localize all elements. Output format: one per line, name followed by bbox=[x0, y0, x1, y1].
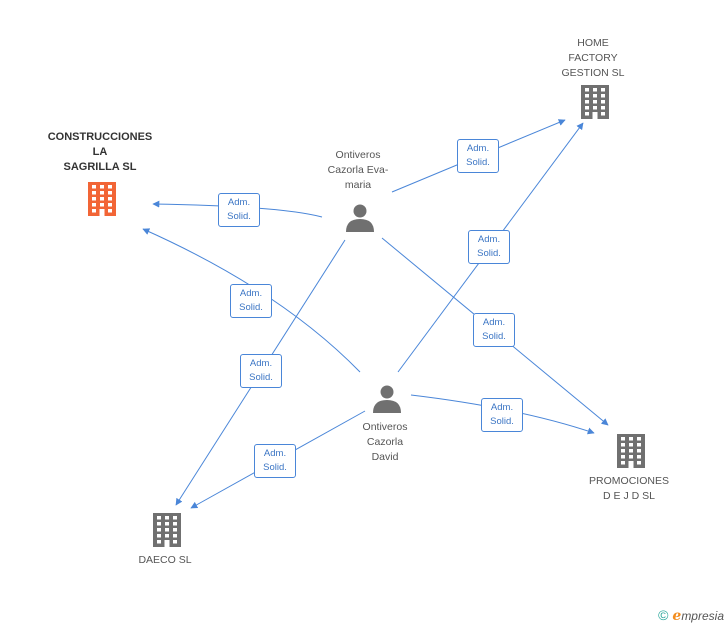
edge-label-david-home[interactable]: Adm. Solid. bbox=[468, 230, 510, 264]
edge-label-eva-promociones[interactable]: Adm. Solid. bbox=[473, 313, 515, 347]
edge-label-eva-home[interactable]: Adm. Solid. bbox=[457, 139, 499, 173]
copyright-notice: ©empresia bbox=[658, 607, 724, 624]
brand-initial: e bbox=[672, 608, 682, 624]
nodes bbox=[88, 85, 645, 547]
edge-label-david-promociones[interactable]: Adm. Solid. bbox=[481, 398, 523, 432]
person-icon bbox=[346, 204, 374, 232]
edge-label-eva-construcciones[interactable]: Adm. Solid. bbox=[218, 193, 260, 227]
node-label-daeco[interactable]: DAECO SL bbox=[138, 554, 192, 566]
building-icon bbox=[617, 434, 645, 468]
node-label-construcciones[interactable]: CONSTRUCCIONES LA SAGRILLA SL bbox=[47, 131, 153, 173]
copyright-symbol: © bbox=[658, 607, 669, 623]
node-label-eva[interactable]: Ontiveros Cazorla Eva- maria bbox=[327, 149, 389, 191]
building-icon bbox=[581, 85, 609, 119]
person-icon bbox=[373, 385, 401, 413]
edge-label-david-daeco[interactable]: Adm. Solid. bbox=[254, 444, 296, 478]
node-label-home[interactable]: HOME FACTORY GESTION SL bbox=[561, 37, 625, 79]
brand-name: mpresia bbox=[681, 609, 724, 623]
building-icon bbox=[88, 182, 116, 216]
edge-label-david-construcciones[interactable]: Adm. Solid. bbox=[230, 284, 272, 318]
building-icon bbox=[153, 513, 181, 547]
edge-label-eva-daeco[interactable]: Adm. Solid. bbox=[240, 354, 282, 388]
node-label-david[interactable]: Ontiveros Cazorla David bbox=[362, 421, 408, 463]
node-label-promociones[interactable]: PROMOCIONES D E J D SL bbox=[589, 475, 669, 502]
